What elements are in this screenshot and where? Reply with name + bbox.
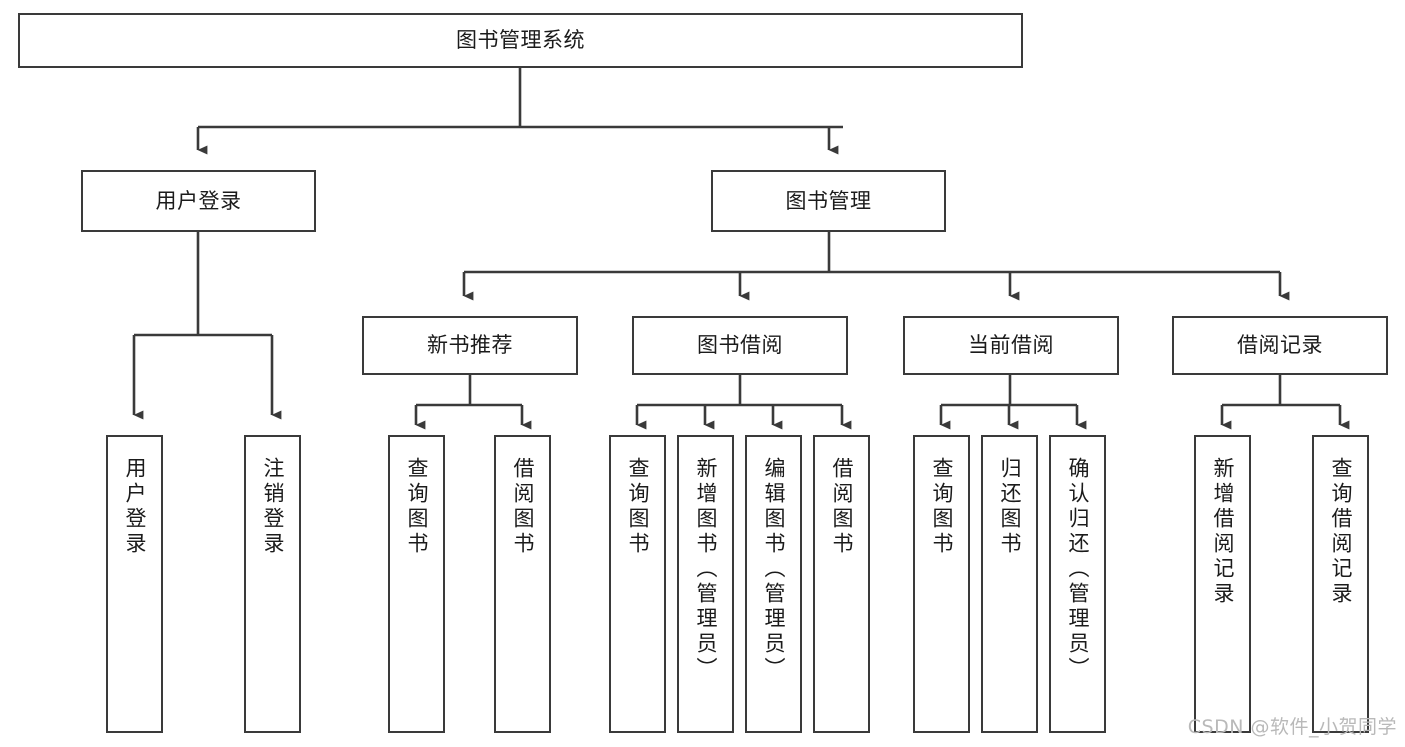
- node-book-manage[interactable]: 图书管理: [711, 170, 946, 232]
- node-leaf-add-book-label: 新增图书（管理员）: [694, 457, 718, 682]
- node-leaf-user-login-label: 用户登录: [123, 457, 147, 557]
- node-new-book-recommend[interactable]: 新书推荐: [362, 316, 578, 375]
- node-leaf-query-record[interactable]: 查询借阅记录: [1312, 435, 1369, 733]
- node-leaf-user-login[interactable]: 用户登录: [106, 435, 163, 733]
- node-leaf-add-book[interactable]: 新增图书（管理员）: [677, 435, 734, 733]
- node-leaf-query-book-2[interactable]: 查询图书: [609, 435, 666, 733]
- node-leaf-edit-book-label: 编辑图书（管理员）: [762, 457, 786, 682]
- node-leaf-return-book[interactable]: 归还图书: [981, 435, 1038, 733]
- node-book-manage-label: 图书管理: [785, 188, 872, 213]
- node-book-borrow[interactable]: 图书借阅: [632, 316, 848, 375]
- node-leaf-user-logout-label: 注销登录: [261, 457, 285, 557]
- node-current-borrow[interactable]: 当前借阅: [903, 316, 1119, 375]
- node-leaf-borrow-book-2-label: 借阅图书: [830, 457, 854, 557]
- node-leaf-confirm-return-label: 确认归还（管理员）: [1066, 457, 1090, 682]
- watermark-text: CSDN @软件_小贺同学: [1187, 716, 1397, 738]
- node-leaf-borrow-book-1[interactable]: 借阅图书: [494, 435, 551, 733]
- node-user-login-label: 用户登录: [155, 188, 242, 213]
- node-leaf-borrow-book-1-label: 借阅图书: [511, 457, 535, 557]
- node-leaf-borrow-book-2[interactable]: 借阅图书: [813, 435, 870, 733]
- node-user-login[interactable]: 用户登录: [81, 170, 316, 232]
- node-leaf-query-book-2-label: 查询图书: [626, 457, 650, 557]
- node-book-borrow-label: 图书借阅: [697, 333, 783, 358]
- node-leaf-add-record[interactable]: 新增借阅记录: [1194, 435, 1251, 733]
- node-leaf-query-book-3-label: 查询图书: [930, 457, 954, 557]
- node-leaf-add-record-label: 新增借阅记录: [1211, 457, 1235, 607]
- node-borrow-record-label: 借阅记录: [1237, 333, 1323, 358]
- node-root[interactable]: 图书管理系统: [18, 13, 1023, 68]
- node-current-borrow-label: 当前借阅: [968, 333, 1054, 358]
- node-leaf-edit-book[interactable]: 编辑图书（管理员）: [745, 435, 802, 733]
- node-leaf-query-book-1[interactable]: 查询图书: [388, 435, 445, 733]
- node-leaf-return-book-label: 归还图书: [998, 457, 1022, 557]
- node-root-label: 图书管理系统: [456, 28, 585, 53]
- node-new-book-recommend-label: 新书推荐: [427, 333, 513, 358]
- node-leaf-query-book-3[interactable]: 查询图书: [913, 435, 970, 733]
- node-leaf-confirm-return[interactable]: 确认归还（管理员）: [1049, 435, 1106, 733]
- node-borrow-record[interactable]: 借阅记录: [1172, 316, 1388, 375]
- node-leaf-query-record-label: 查询借阅记录: [1329, 457, 1353, 607]
- node-leaf-query-book-1-label: 查询图书: [405, 457, 429, 557]
- node-leaf-user-logout[interactable]: 注销登录: [244, 435, 301, 733]
